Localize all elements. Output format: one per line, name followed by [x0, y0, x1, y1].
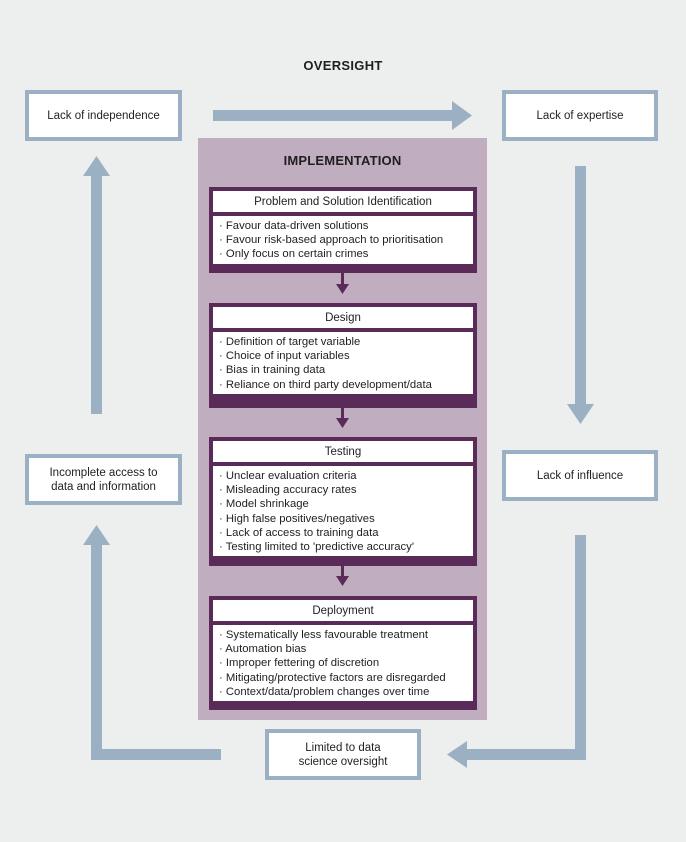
stage-item: · High false positives/negatives	[219, 512, 375, 525]
stage-item: · Definition of target variable	[219, 336, 361, 348]
stage-items: · Systematically less favourable treatme…	[213, 625, 473, 702]
stage-problem-identification: Problem and Solution Identification · Fa…	[209, 187, 477, 273]
lack-of-influence-label: Lack of influence	[536, 469, 624, 482]
oversight-title: OVERSIGHT	[303, 58, 383, 73]
arrow-expertise-to-influence	[567, 166, 594, 424]
stage-item: · Testing limited to 'predictive accurac…	[219, 541, 414, 554]
stage-item: · Only focus on certain crimes	[219, 248, 369, 261]
stage-item: · Bias in training data	[219, 364, 326, 377]
stage-item: · Mitigating/protective factors are disr…	[219, 671, 446, 684]
stage-deployment: Deployment · Systematically less favoura…	[209, 596, 477, 710]
limited-oversight-box: Limited to data science oversight	[265, 729, 421, 780]
stage-item: · Systematically less favourable treatme…	[219, 629, 429, 641]
lack-of-expertise-box: Lack of expertise	[502, 90, 658, 141]
stage-title: Testing	[213, 441, 473, 462]
stage-item: · Unclear evaluation criteria	[219, 470, 357, 482]
stage-title: Problem and Solution Identification	[213, 191, 473, 212]
stage-item: · Lack of access to training data	[219, 526, 379, 539]
stage-items: · Definition of target variable · Choice…	[213, 332, 473, 394]
limited-oversight-line1: Limited to data	[305, 741, 381, 754]
stage-item: · Favour data-driven solutions	[219, 220, 369, 232]
stage-item: · Favour risk-based approach to prioriti…	[219, 234, 444, 247]
stage-item: · Misleading accuracy rates	[219, 484, 357, 497]
stage-items: · Favour data-driven solutions · Favour …	[213, 216, 473, 264]
incomplete-access-line2: data and information	[51, 480, 156, 493]
arrow-independence-to-expertise	[213, 101, 472, 130]
stage-design: Design · Definition of target variable ·…	[209, 303, 477, 408]
stage-item: · Choice of input variables	[219, 350, 350, 363]
limited-oversight-line2: science oversight	[298, 755, 388, 768]
lack-of-expertise-label: Lack of expertise	[536, 109, 624, 122]
arrow-incomplete-to-independence	[83, 156, 110, 414]
stage-title: Design	[213, 307, 473, 328]
lack-of-influence-box: Lack of influence	[502, 450, 658, 501]
stage-item: · Model shrinkage	[219, 498, 309, 511]
incomplete-access-box: Incomplete access to data and informatio…	[25, 454, 182, 505]
stage-title: Deployment	[213, 600, 473, 621]
stage-items: · Unclear evaluation criteria · Misleadi…	[213, 466, 473, 557]
incomplete-access-line1: Incomplete access to	[49, 466, 158, 479]
lack-of-independence-box: Lack of independence	[25, 90, 182, 141]
stage-item: · Reliance on third party development/da…	[219, 378, 432, 391]
stage-item: · Improper fettering of discretion	[219, 657, 380, 670]
stage-item: · Context/data/problem changes over time	[219, 685, 430, 698]
lack-of-independence-label: Lack of independence	[47, 109, 160, 122]
implementation-title: IMPLEMENTATION	[283, 153, 402, 168]
stage-testing: Testing · Unclear evaluation criteria · …	[209, 437, 477, 566]
arrow-limited-to-incomplete	[83, 525, 221, 760]
stage-item: · Automation bias	[219, 643, 307, 656]
arrow-influence-to-limited	[447, 535, 586, 768]
